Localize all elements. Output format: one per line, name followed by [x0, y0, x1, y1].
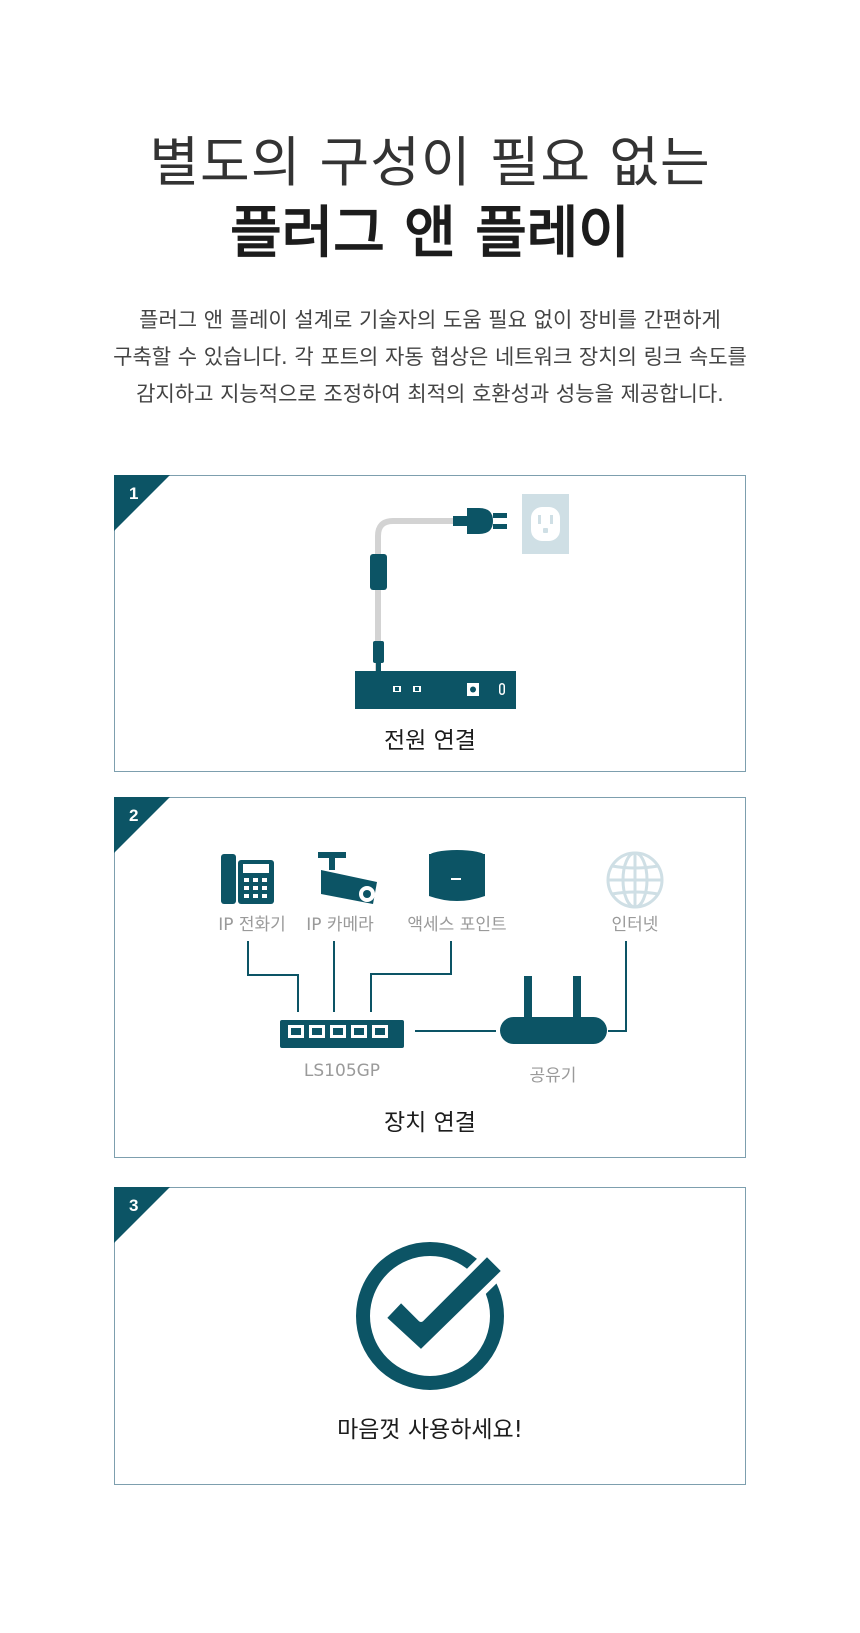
step-number: 3 [129, 1196, 138, 1215]
label-switch-model: LS105GP [303, 1061, 381, 1081]
step-panel-1: 1 [114, 475, 746, 772]
step-number-badge: 1 [114, 475, 170, 531]
description-line: 감지하고 지능적으로 조정하여 최적의 호환성과 성능을 제공합니다. [136, 382, 724, 406]
checkmark-illustration [356, 1242, 508, 1390]
step-caption: 전원 연결 [384, 728, 476, 754]
ip-phone-icon [221, 854, 274, 904]
description: 플러그 앤 플레이 설계로 기술자의 도움 필요 없이 장비를 간편하게 구축할… [60, 302, 800, 413]
step-caption: 마음껏 사용하세요! [337, 1417, 523, 1443]
switch-device-icon [280, 1020, 404, 1048]
description-line: 플러그 앤 플레이 설계로 기술자의 도움 필요 없이 장비를 간편하게 [139, 308, 721, 332]
heading-line-1: 별도의 구성이 필요 없는 [149, 131, 711, 194]
wall-outlet-icon [522, 494, 569, 554]
step-panel-2: 2 [114, 797, 746, 1158]
checkmark-circle-icon [356, 1242, 508, 1390]
power-connection-illustration [355, 494, 569, 709]
label-internet: 인터넷 [611, 915, 659, 935]
step-number-badge: 3 [114, 1187, 170, 1243]
label-router: 공유기 [529, 1066, 577, 1086]
label-access-point: 액세스 포인트 [407, 915, 507, 935]
step-panel-3: 3 마음껏 사용하세요! [114, 1187, 746, 1485]
router-icon [500, 976, 607, 1044]
description-line: 구축할 수 있습니다. 각 포트의 자동 협상은 네트워크 장치의 링크 속도를 [113, 345, 747, 369]
power-cable [375, 518, 453, 674]
internet-globe-icon [606, 851, 664, 909]
step-number: 1 [129, 484, 138, 503]
access-point-icon [429, 850, 485, 901]
step-caption: 장치 연결 [384, 1110, 476, 1136]
label-ip-camera: IP 카메라 [306, 915, 374, 935]
label-ip-phone: IP 전화기 [218, 915, 286, 935]
dc-jack [373, 641, 384, 663]
ip-camera-icon [318, 852, 377, 904]
device-connection-illustration [221, 850, 664, 1048]
step-number: 2 [129, 806, 138, 825]
heading-line-2: 플러그 앤 플레이 [230, 201, 630, 266]
step-number-badge: 2 [114, 797, 170, 853]
power-plug-icon [453, 508, 507, 534]
switch-device-icon [355, 671, 516, 709]
cable-ferrite [370, 554, 387, 590]
